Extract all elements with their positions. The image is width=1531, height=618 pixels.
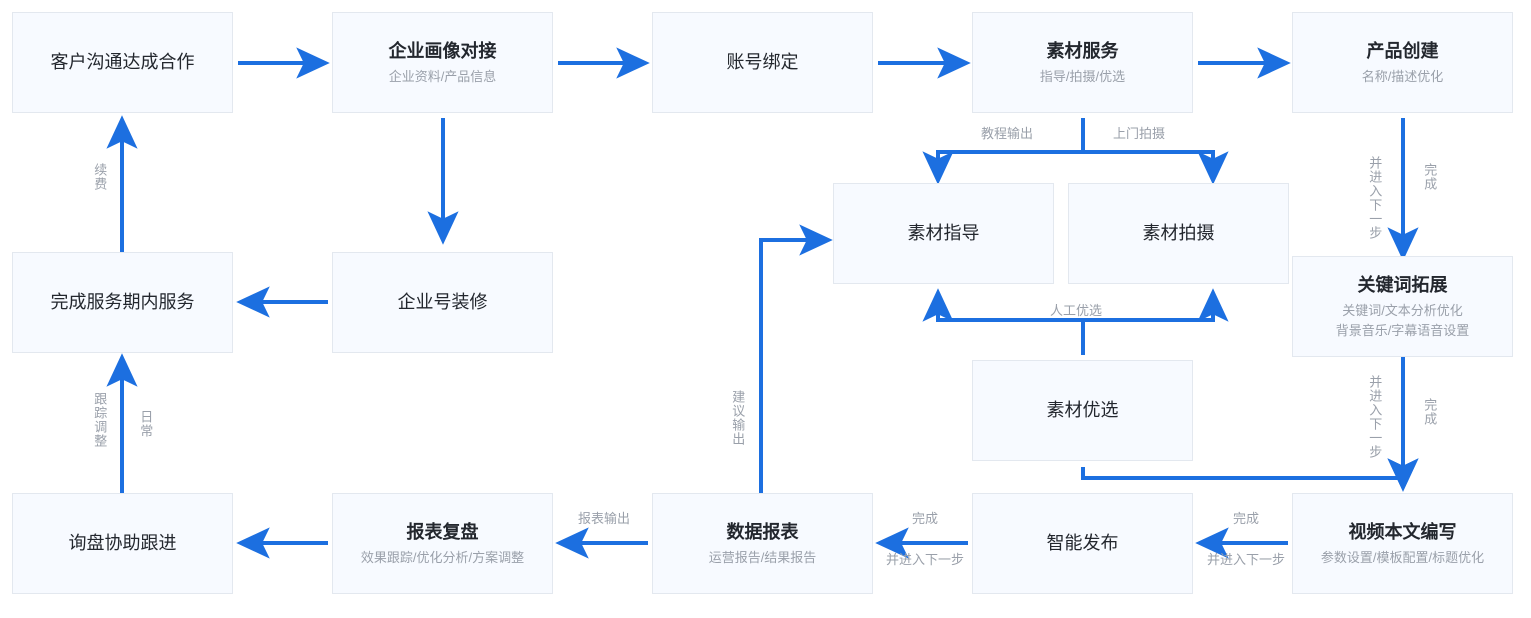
node-title: 客户沟通达成合作 [50,52,195,73]
node-title: 素材优选 [1046,400,1119,421]
node-title: 询盘协助跟进 [68,533,177,554]
edge-label-suggestion-output: 建议输出 [730,390,746,446]
node-keyword-expansion[interactable]: 关键词拓展 关键词/文本分析优化背景音乐/字幕语音设置 [1292,256,1513,357]
edge-label-manual-select: 人工优选 [1049,303,1103,318]
node-title: 完成服务期内服务 [50,292,195,313]
edge-label-tutorial-output: 教程输出 [980,126,1034,141]
node-material-selection[interactable]: 素材优选 [972,360,1193,461]
edge-label-next-step-video: 并进入下一步 [1367,375,1383,459]
edge-label-track-adjust: 跟踪调整 [92,392,108,448]
node-title: 数据报表 [726,521,799,542]
edge-label-renew: 续费 [92,163,108,191]
edge-label-next-step-keyword: 并进入下一步 [1367,156,1383,240]
node-report-review[interactable]: 报表复盘 效果跟踪/优化分析/方案调整 [332,493,553,594]
node-title: 素材指导 [907,223,980,244]
node-material-guidance[interactable]: 素材指导 [833,183,1054,284]
node-smart-publish[interactable]: 智能发布 [972,493,1193,594]
node-data-report[interactable]: 数据报表 运营报告/结果报告 [652,493,873,594]
node-title: 视频本文编写 [1348,521,1457,542]
edge-label-report-output: 报表输出 [577,511,631,526]
node-client-cooperation[interactable]: 客户沟通达成合作 [12,12,233,113]
node-title: 关键词拓展 [1357,274,1448,295]
edge-label-daily: 日常 [138,410,154,438]
node-title: 企业号装修 [397,292,488,313]
node-subtitle: 参数设置/模板配置/标题优化 [1320,549,1485,565]
edge-label-onsite-shoot: 上门拍摄 [1112,126,1166,141]
node-title: 素材服务 [1046,40,1119,61]
node-product-creation[interactable]: 产品创建 名称/描述优化 [1292,12,1513,113]
node-service-period-complete[interactable]: 完成服务期内服务 [12,252,233,353]
edge-n14-n6 [759,224,833,497]
node-video-copywriting[interactable]: 视频本文编写 参数设置/模板配置/标题优化 [1292,493,1513,594]
node-title: 智能发布 [1046,533,1119,554]
edge-label-done-video-publish: 完成 [1232,511,1260,526]
node-title: 产品创建 [1366,40,1439,61]
node-title: 账号绑定 [726,52,799,73]
node-subtitle: 关键词/文本分析优化背景音乐/字幕语音设置 [1335,303,1470,338]
edge-label-done-keyword: 完成 [1422,163,1438,191]
edge-label-next-step-publish: 并进入下一步 [885,552,965,567]
node-material-service[interactable]: 素材服务 指导/拍摄/优选 [972,12,1193,113]
node-title: 企业画像对接 [388,40,497,61]
node-subtitle: 效果跟踪/优化分析/方案调整 [360,549,525,565]
edge-label-done-video: 完成 [1422,398,1438,426]
node-subtitle: 企业资料/产品信息 [388,68,497,84]
node-title: 报表复盘 [406,521,479,542]
edge-n11-n16 [1081,458,1419,492]
node-material-shooting[interactable]: 素材拍摄 [1068,183,1289,284]
edge-label-next-step-video-publish: 并进入下一步 [1206,552,1286,567]
node-subtitle: 指导/拍摄/优选 [1039,68,1126,84]
edge-n11-n7 [1081,288,1229,355]
node-title: 素材拍摄 [1142,223,1215,244]
node-subtitle: 名称/描述优化 [1361,68,1444,84]
node-subtitle: 运营报告/结果报告 [708,549,817,565]
node-inquiry-followup[interactable]: 询盘协助跟进 [12,493,233,594]
node-enterprise-profile[interactable]: 企业画像对接 企业资料/产品信息 [332,12,553,113]
node-account-binding[interactable]: 账号绑定 [652,12,873,113]
node-enterprise-decoration[interactable]: 企业号装修 [332,252,553,353]
edge-label-done-publish: 完成 [911,511,939,526]
